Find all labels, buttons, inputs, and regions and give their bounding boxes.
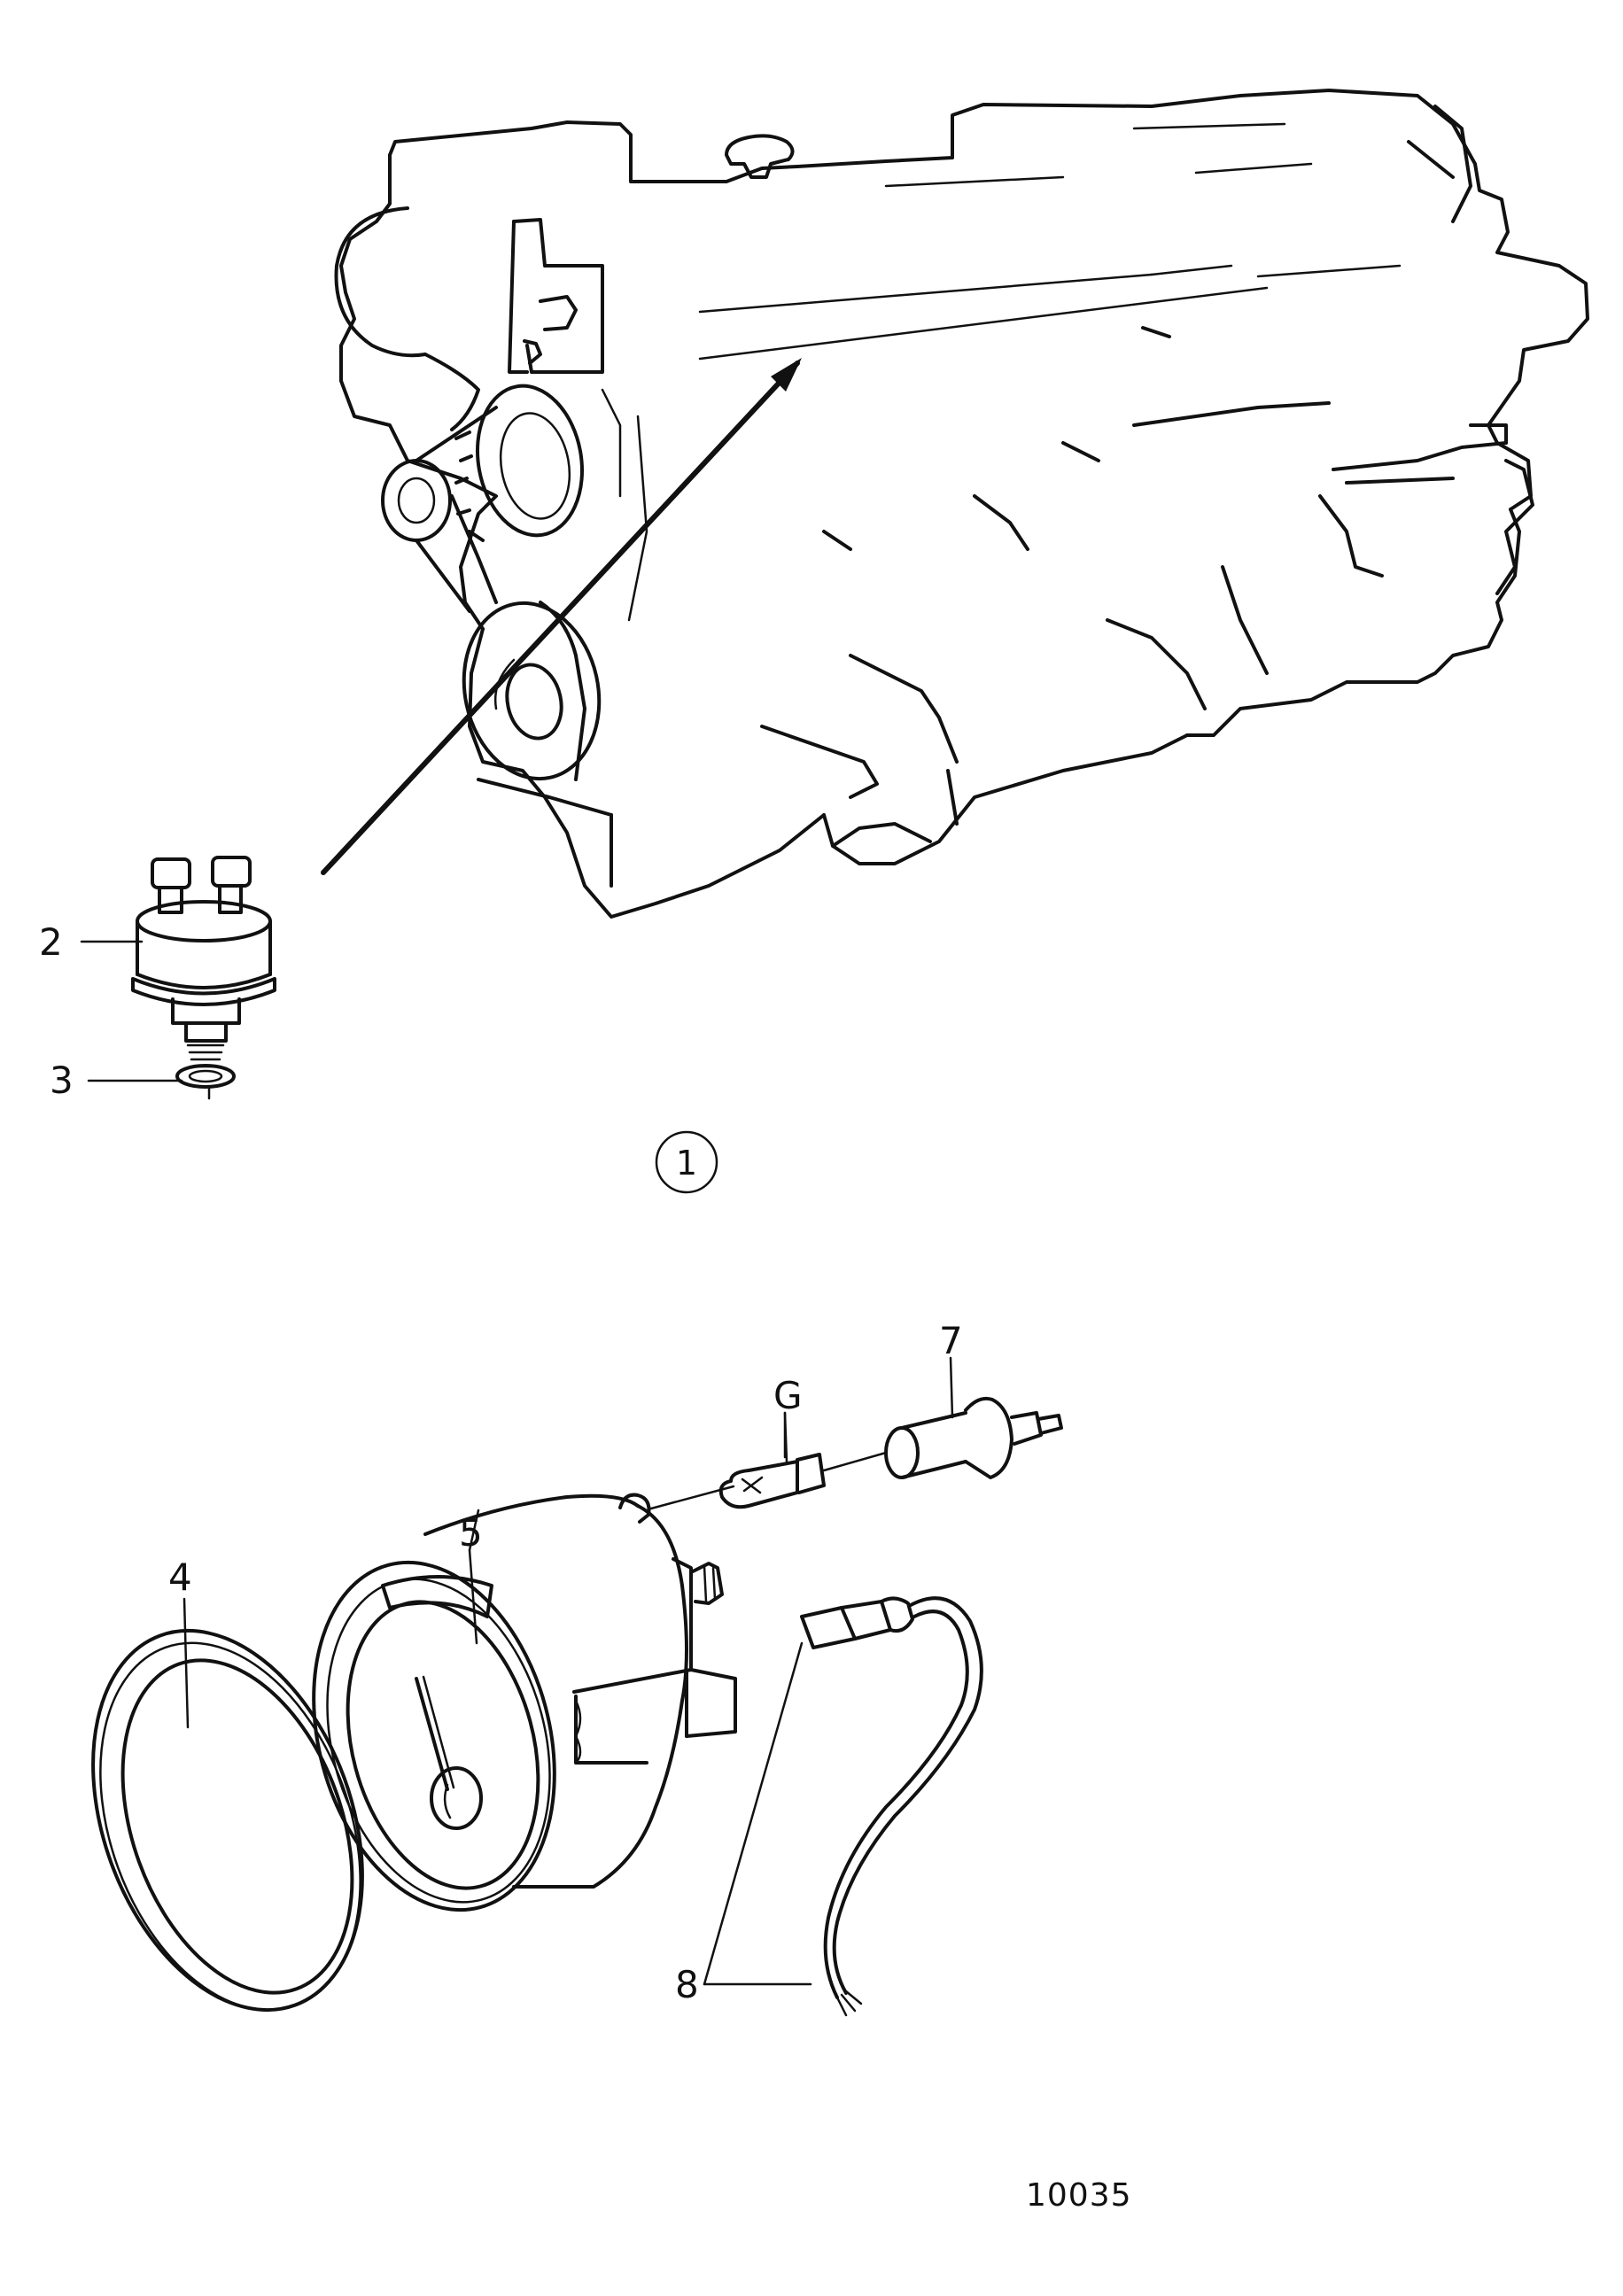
callout-leaders <box>80 940 954 1986</box>
oil-pressure-gauge <box>312 1485 737 1912</box>
mounting-arrow <box>321 358 802 875</box>
callout-4: 4 <box>168 1555 192 1599</box>
drawing-number: 10035 <box>1026 2177 1132 2214</box>
callout-5: 5 <box>459 1511 483 1555</box>
engine-illustration <box>334 89 1589 919</box>
callout-6: G <box>773 1374 803 1417</box>
gauge-bezel-ring <box>91 1628 364 2013</box>
callout-8: 8 <box>675 1963 699 2006</box>
oil-pressure-sender <box>131 856 276 1068</box>
gauge-lamp-bulb <box>718 1451 888 1509</box>
lamp-holder <box>884 1396 1063 1479</box>
callout-3: 3 <box>50 1059 74 1102</box>
connector-wire <box>800 1596 983 2017</box>
sealing-washer <box>175 1064 236 1100</box>
figure-number-badge: 1 <box>655 1130 718 1194</box>
callout-2: 2 <box>39 920 63 964</box>
figure-number: 1 <box>676 1144 697 1183</box>
callout-7: 7 <box>939 1319 963 1362</box>
